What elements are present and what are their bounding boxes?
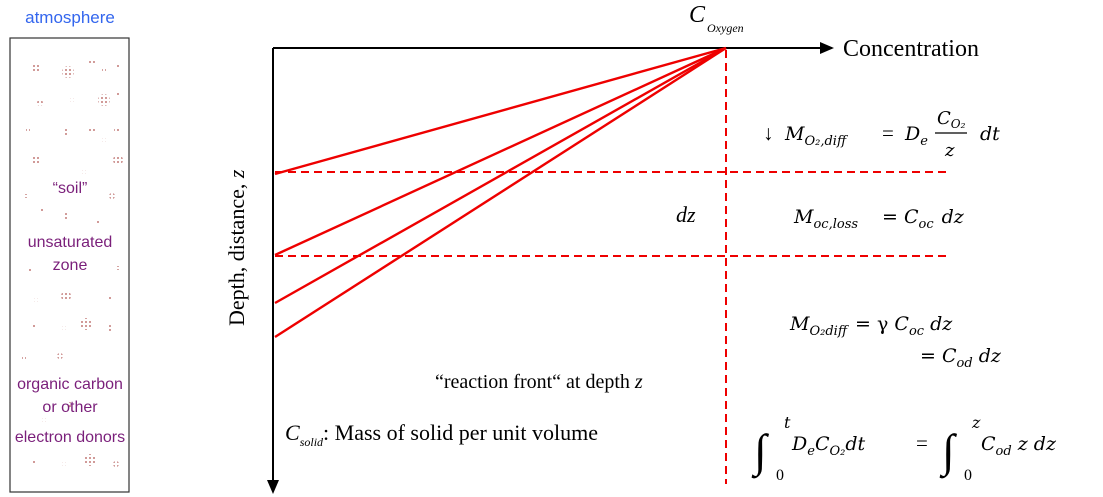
profile-line-4: [274, 46, 727, 339]
reference-lines: [275, 50, 950, 484]
depth-axis-label-var: z: [224, 169, 249, 179]
eq1-num-main: C: [937, 108, 951, 129]
eq4-left-lower: 0: [776, 467, 784, 484]
eq2-lhs-main: M: [793, 206, 814, 228]
eq4-right-integral: ∫: [939, 425, 957, 479]
eq4-left-C-sub: O₂: [829, 444, 845, 459]
soil-panel: atmosphere “soil” unsaturated zone organ…: [9, 8, 130, 493]
eq1-lhs-sub: O₂,diff: [804, 134, 848, 149]
eq2-equals: =: [882, 206, 904, 228]
soil-particles: [22, 59, 123, 467]
profile-line-3: [274, 46, 727, 305]
atmosphere-label: atmosphere: [25, 8, 115, 27]
unsaturated-label: unsaturated: [28, 234, 113, 251]
solid-symbol-main: C: [285, 420, 300, 445]
profile-line-2: [274, 46, 727, 257]
eq4-right-upper: z: [971, 413, 981, 432]
eq1-equals: =: [882, 121, 894, 145]
eq4-right-C: C: [981, 433, 996, 455]
eq1-lhs-main: M: [784, 123, 805, 145]
soil-column: [9, 37, 130, 493]
profile-line-1: [274, 46, 727, 176]
oxygen-symbol-main: C: [689, 2, 706, 28]
eq4-left-integral: ∫: [751, 425, 769, 479]
eq1-De: De: [904, 123, 928, 149]
eq4-left-C: C: [815, 433, 830, 455]
eq3-line1-rhs: = γ: [855, 313, 894, 335]
eq1-lhs: MO₂,diff: [784, 123, 849, 149]
eq4-left-upper: t: [784, 413, 791, 432]
electron-donors-label: electron donors: [15, 429, 125, 446]
eq2-tail: dz: [942, 206, 965, 228]
zone-label: zone: [53, 257, 88, 274]
soil-label: “soil”: [53, 180, 88, 197]
eq1-numerator: CO₂: [937, 108, 966, 131]
reaction-front-label: “reaction front“ at depth z: [435, 371, 643, 393]
eq1-De-main: D: [904, 123, 920, 145]
depth-axis-label-text: Depth, distance,: [224, 178, 249, 326]
concentration-axis-label: Concentration: [843, 36, 979, 62]
eq1-denominator: z: [944, 140, 955, 161]
eq4-equals: =: [916, 431, 928, 455]
eq3-lhs-sub: O₂diff: [809, 324, 849, 339]
solid-desc: : Mass of solid per unit volume: [323, 420, 598, 445]
eq2-lhs-sub: oc,loss: [813, 217, 858, 232]
eq1-num-sub: O₂: [951, 117, 966, 131]
solid-mass-label: Csolid: Mass of solid per unit volume: [285, 420, 598, 449]
depth-axis-arrowhead: [267, 480, 279, 494]
reaction-front-var: z: [634, 371, 643, 393]
eq1-De-sub: e: [920, 134, 928, 149]
oxygen-profiles: [274, 46, 727, 339]
eq4-right-C-sub: od: [996, 444, 1012, 459]
dz-label: dz: [676, 202, 696, 227]
eq1-tail: dt: [980, 123, 1000, 145]
eq2-c-sub: oc: [919, 217, 935, 232]
eq3-lhs-main: M: [789, 313, 810, 335]
eq4-right-lower: 0: [964, 467, 972, 484]
eq3-line2-eq: =: [920, 345, 942, 367]
eq3-line1: MO₂diff = γ Coc dz: [789, 313, 953, 339]
eq4-left-D: D: [791, 433, 807, 455]
eq4-left-body: DeCO₂dt: [791, 433, 866, 459]
eq4-left-De-sub: e: [807, 444, 815, 459]
equation-stoichiometry: MO₂diff = γ Coc dz = Cod dz: [789, 313, 1002, 371]
eq3-c1-sub: oc: [909, 324, 925, 339]
equation-integral-balance: ∫ t 0 DeCO₂dt = ∫ z 0 Cod z dz: [751, 413, 1057, 484]
organic-carbon-label: organic carbon: [17, 376, 123, 393]
equation-oxygen-diffusion: ↓ MO₂,diff = De CO₂ z dt: [763, 108, 1000, 161]
eq4-right-tail: z dz: [1012, 433, 1057, 455]
eq3-c1-main: C: [894, 313, 909, 335]
depth-axis-label: Depth, distance, z: [224, 169, 249, 326]
eq2-c-main: C: [904, 206, 919, 228]
eq4-left-tail: dt: [845, 433, 865, 455]
eq3-c2-main: C: [942, 345, 957, 367]
eq3-line2: = Cod dz: [920, 345, 1002, 371]
or-other-label: or other: [42, 399, 98, 416]
eq3-line2-tail: dz: [973, 345, 1002, 367]
eq3-line1-tail: dz: [924, 313, 953, 335]
solid-symbol-sub: solid: [300, 435, 324, 449]
eq3-c2-sub: od: [957, 356, 973, 371]
oxygen-symbol-sub: Oxygen: [707, 21, 744, 35]
eq1-arrow: ↓: [763, 121, 774, 145]
eq4-right-body: Cod z dz: [981, 433, 1057, 459]
reaction-front-text: “reaction front“ at depth: [435, 371, 635, 393]
eq2-lhs: Moc,loss: [793, 206, 858, 232]
